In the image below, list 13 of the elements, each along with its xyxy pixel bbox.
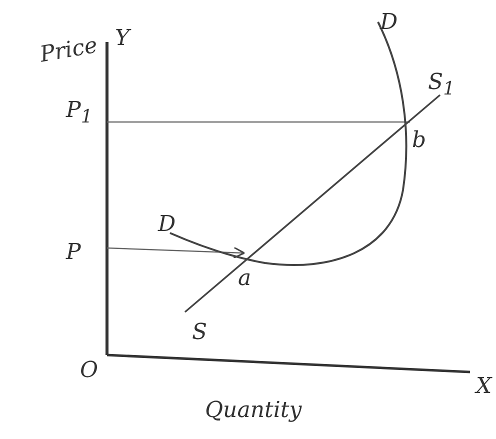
point-label: a: [238, 268, 252, 290]
axis-label: Price: [38, 35, 100, 67]
price-label: P$_{1}$: [66, 100, 92, 127]
curve-label: D: [380, 12, 398, 34]
curve-label: S$_{1}$: [428, 72, 455, 99]
price-label: P: [66, 242, 81, 264]
point-label: b: [412, 130, 426, 152]
axis-label: Quantity: [205, 400, 302, 422]
origin-label: O: [80, 360, 98, 382]
axis-label: Y: [115, 28, 130, 50]
curve-label: S: [192, 322, 208, 344]
curve-label: D: [158, 214, 176, 236]
axis-label: X: [476, 376, 492, 398]
